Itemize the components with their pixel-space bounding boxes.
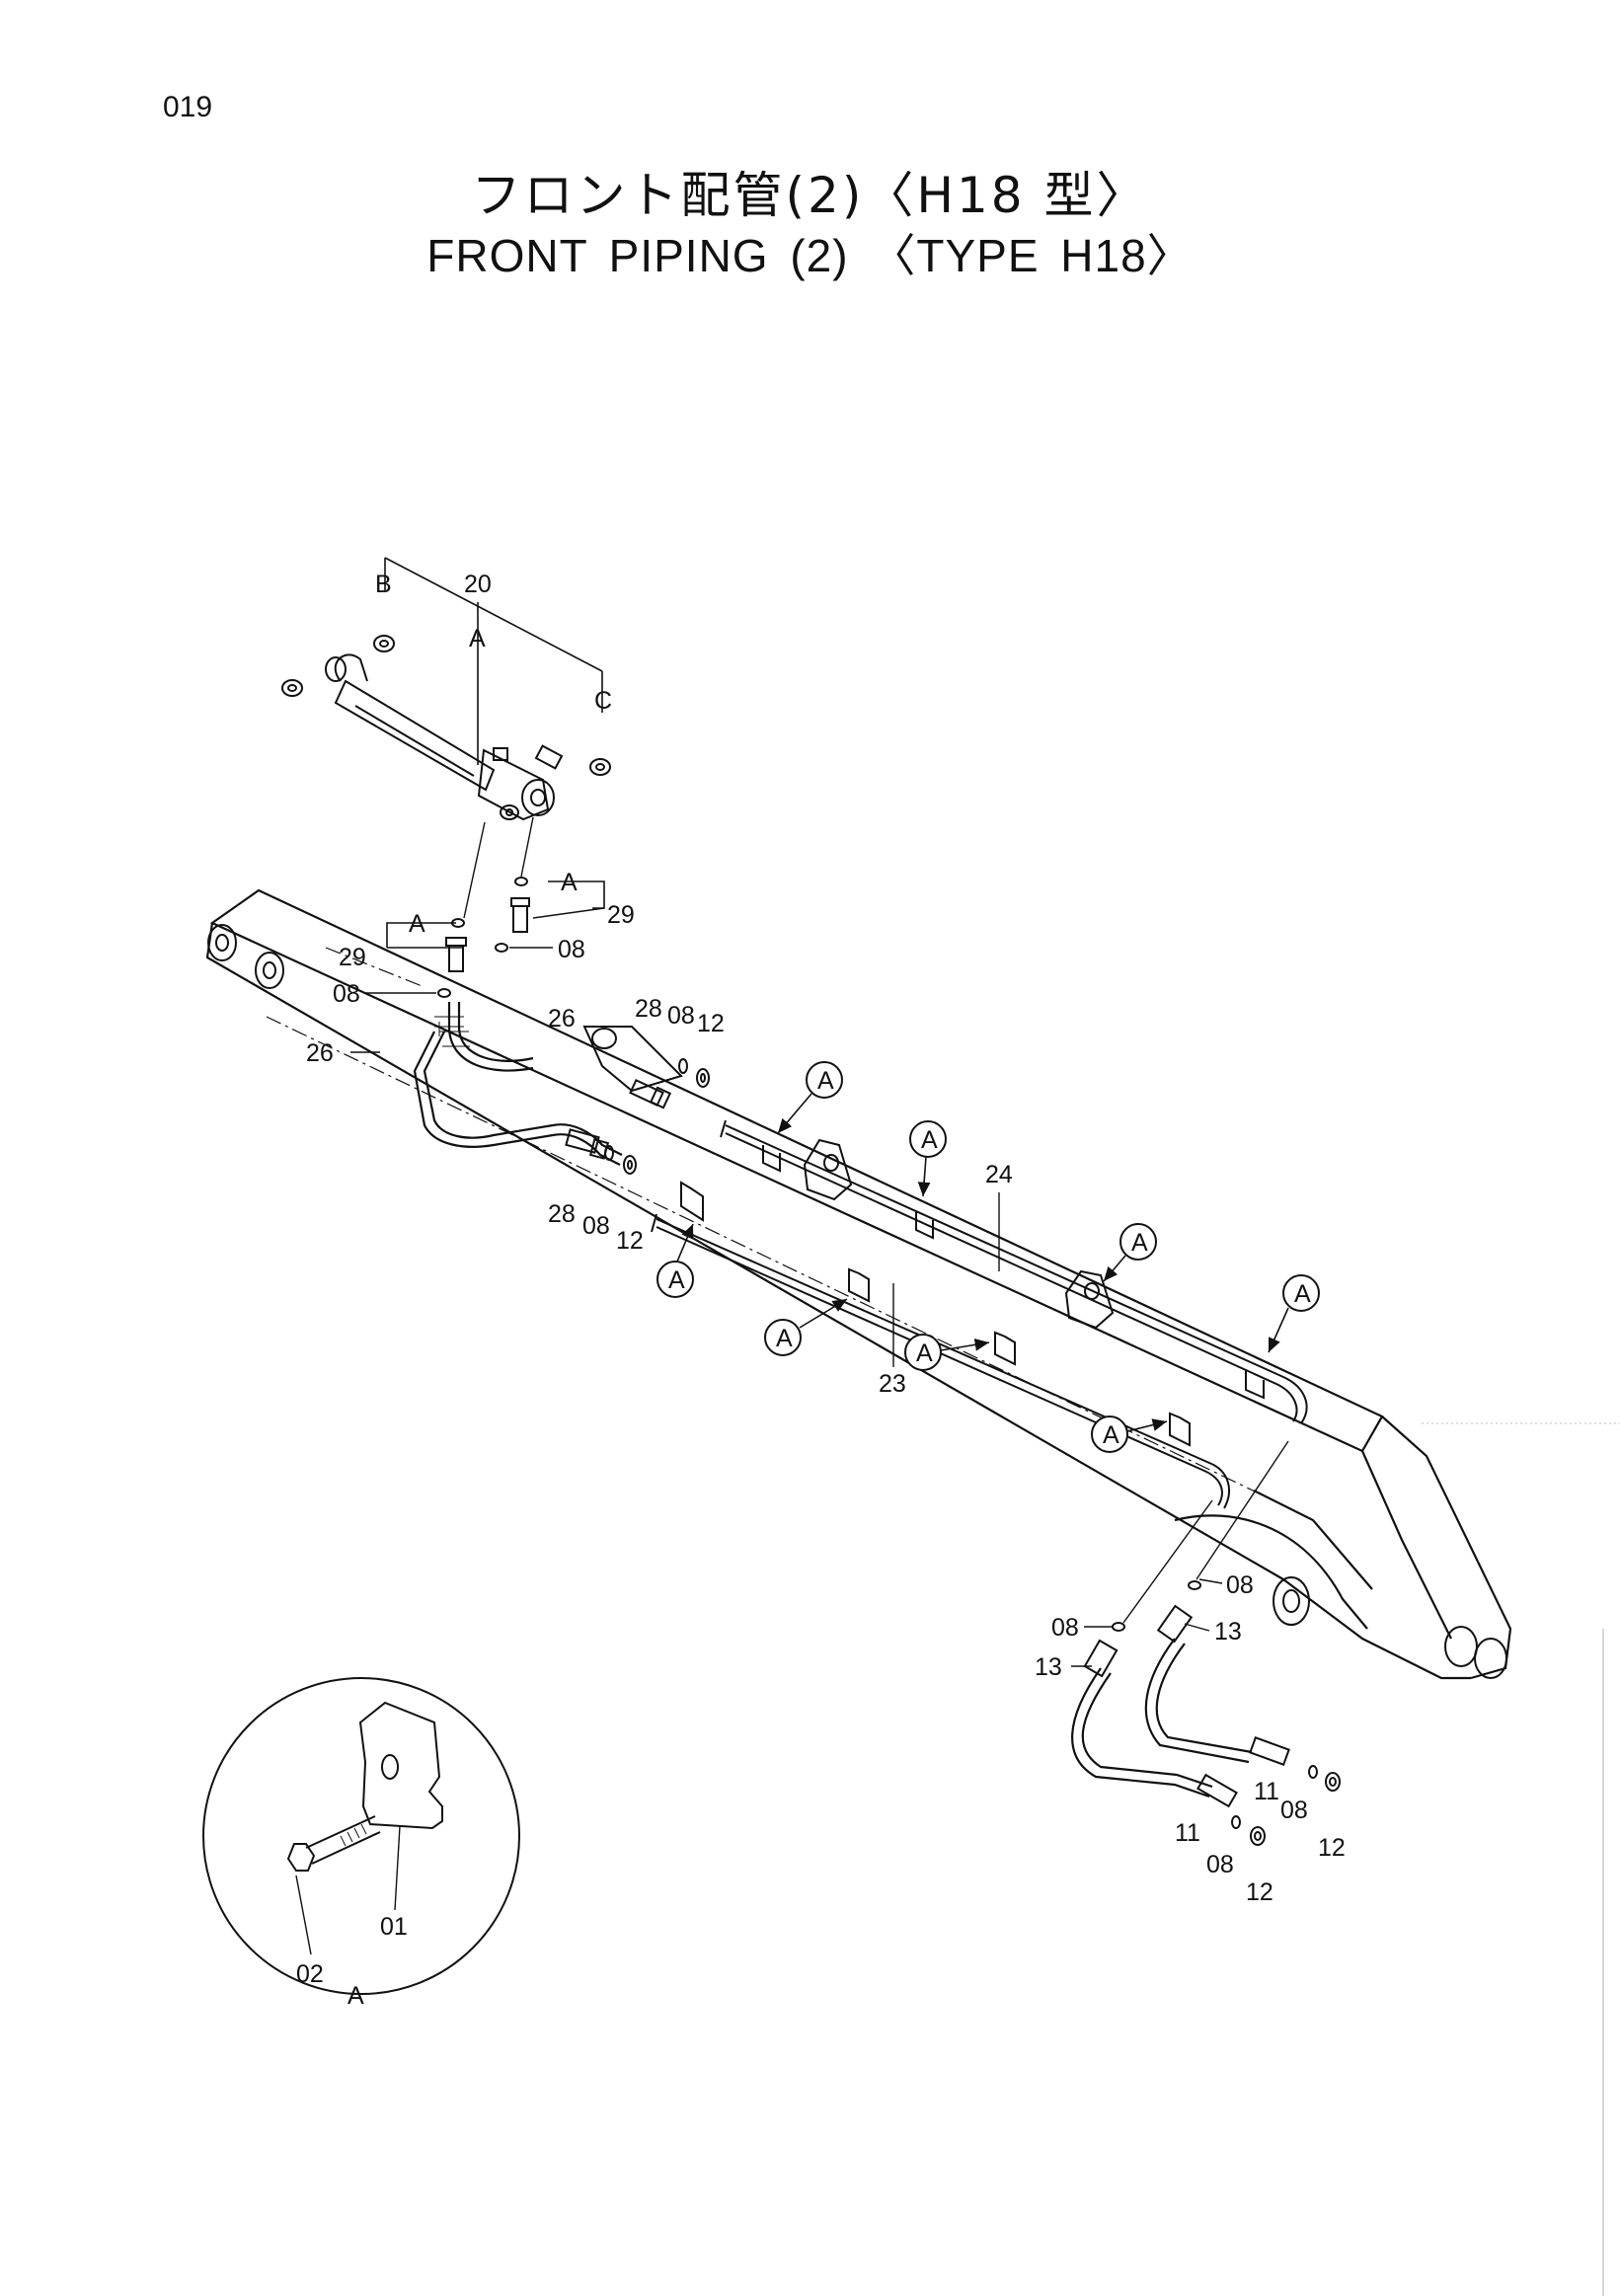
label-08-r2: 08 <box>1051 1614 1079 1642</box>
label-12-r3: 12 <box>1318 1834 1346 1862</box>
detail-labels: 01 02 A <box>296 1913 408 2010</box>
bracket-at-joint <box>582 1026 683 1093</box>
label-02: 02 <box>296 1960 324 1988</box>
svg-text:A: A <box>668 1266 685 1294</box>
label-08-left: 08 <box>333 980 360 1008</box>
page-number: 019 <box>163 91 213 123</box>
upper-bracket-lines <box>350 880 605 1053</box>
page-title-japanese: フロント配管(2)〈H18 型〉 <box>471 167 1149 224</box>
label-08-up: 08 <box>667 1002 695 1030</box>
svg-text:A: A <box>1131 1229 1148 1257</box>
label-13-right: 13 <box>1214 1618 1242 1645</box>
label-20: 20 <box>464 571 492 598</box>
detail-A-view <box>202 1677 520 1995</box>
cylinder-assembly <box>325 653 564 821</box>
label-C: C <box>594 687 612 715</box>
label-26-left: 26 <box>306 1039 334 1067</box>
svg-text:A: A <box>817 1067 834 1095</box>
label-24: 24 <box>985 1161 1013 1188</box>
cylinder-bushings <box>281 635 611 820</box>
label-08-r1: 08 <box>1226 1571 1254 1599</box>
callout-A-arrows <box>676 1093 1289 1432</box>
label-12-low: 12 <box>616 1227 644 1255</box>
pipes-24-23 <box>651 1119 1308 1509</box>
label-23: 23 <box>879 1370 906 1398</box>
hoses-11-13 <box>1071 1638 1253 1799</box>
svg-text:A: A <box>916 1339 933 1367</box>
hose-28-fittings <box>565 1058 710 1175</box>
label-13-left: 13 <box>1035 1653 1062 1681</box>
label-A-left: A <box>409 910 425 938</box>
callout-A-letters: A A A A A A A A <box>668 1067 1311 1449</box>
label-A-cylinder: A <box>469 625 486 652</box>
hose-fittings-lower <box>1083 1580 1341 1846</box>
bolt <box>286 1843 316 1872</box>
label-28-low: 28 <box>548 1200 576 1228</box>
callout-A-circles <box>656 1061 1320 1453</box>
clamp-bracket <box>358 1701 443 1830</box>
page-edge-mark <box>1602 1629 1604 2296</box>
hoses-26 <box>413 1002 623 1166</box>
label-11-right: 11 <box>1254 1778 1279 1805</box>
label-01: 01 <box>380 1913 408 1941</box>
page-title-english: FRONT PIPING (2) 〈TYPE H18〉 <box>426 230 1194 281</box>
svg-text:A: A <box>1294 1280 1311 1308</box>
lower-leaders <box>1071 1440 1289 1667</box>
boom-foot-pins <box>207 924 1507 1679</box>
label-08-upper: 08 <box>558 936 585 963</box>
label-08-r3: 08 <box>1280 1797 1308 1824</box>
label-28-up: 28 <box>635 995 662 1023</box>
upper-fittings <box>437 877 530 998</box>
label-29-upper: 29 <box>607 901 635 929</box>
label-A-detail: A <box>347 1982 364 2010</box>
label-08-low: 08 <box>582 1212 610 1240</box>
item-number-labels: 20 B A C A 29 08 A 29 08 26 26 28 08 12 … <box>306 571 1346 1906</box>
label-26-mid: 26 <box>548 1005 576 1033</box>
svg-text:A: A <box>1103 1421 1119 1449</box>
centerline-dashes <box>266 947 1274 1501</box>
brackets-on-boom <box>803 1138 1115 1330</box>
label-A-upper: A <box>561 869 578 896</box>
svg-text:A: A <box>921 1126 938 1154</box>
pipe-number-leaders <box>892 1192 1000 1367</box>
label-29-left: 29 <box>339 944 366 971</box>
label-12-up: 12 <box>697 1010 725 1037</box>
label-B: B <box>375 571 392 598</box>
label-11-left: 11 <box>1175 1819 1200 1847</box>
label-12-l3: 12 <box>1246 1878 1273 1906</box>
label-08-l3: 08 <box>1206 1851 1234 1878</box>
svg-text:A: A <box>776 1325 793 1352</box>
pipe-clamps <box>680 1145 1265 1447</box>
cylinder-bracket-lines <box>384 557 603 765</box>
cylinder-to-fitting-leaders <box>463 816 534 919</box>
